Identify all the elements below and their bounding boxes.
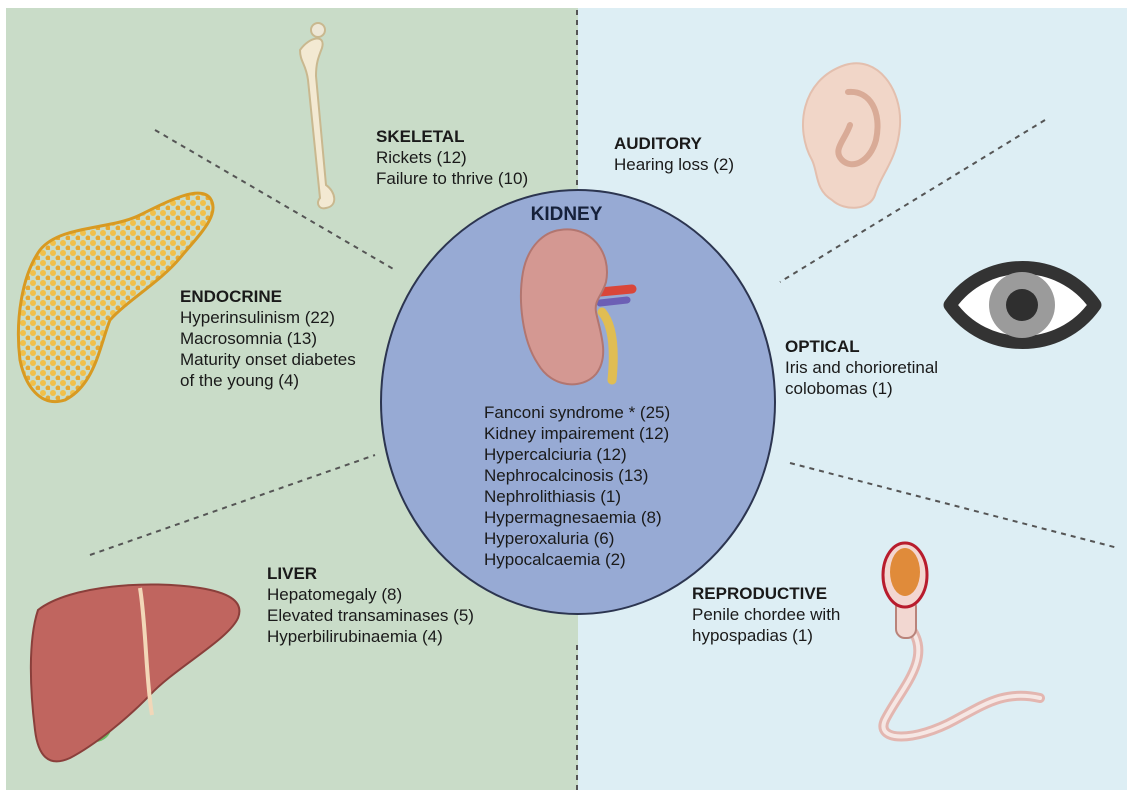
optical-group: OPTICAL Iris and chorioretinal colobomas… <box>785 336 938 399</box>
reproductive-title: REPRODUCTIVE <box>692 583 840 604</box>
endocrine-title: ENDOCRINE <box>180 286 356 307</box>
auditory-title: AUDITORY <box>614 133 734 154</box>
skeletal-group: SKELETAL Rickets (12) Failure to thrive … <box>376 126 528 189</box>
list-item: Hyperoxaluria (6) <box>484 528 670 549</box>
endocrine-group: ENDOCRINE Hyperinsulinism (22) Macrosomn… <box>180 286 356 391</box>
list-item: Hepatomegaly (8) <box>267 584 474 605</box>
reproductive-group: REPRODUCTIVE Penile chordee with hypospa… <box>692 583 840 646</box>
list-item: Elevated transaminases (5) <box>267 605 474 626</box>
list-item: Hypocalcaemia (2) <box>484 549 670 570</box>
list-item: Hearing loss (2) <box>614 154 734 175</box>
list-item: Maturity onset diabetes <box>180 349 356 370</box>
list-item: Fanconi syndrome * (25) <box>484 402 670 423</box>
list-item: Hypermagnesaemia (8) <box>484 507 670 528</box>
kidney-title: KIDNEY <box>0 204 1133 226</box>
list-item: Nephrolithiasis (1) <box>484 486 670 507</box>
list-item: Hyperinsulinism (22) <box>180 307 356 328</box>
list-item: hypospadias (1) <box>692 625 840 646</box>
list-item: Hyperbilirubinaemia (4) <box>267 626 474 647</box>
list-item: Failure to thrive (10) <box>376 168 528 189</box>
list-item: Macrosomnia (13) <box>180 328 356 349</box>
list-item: of the young (4) <box>180 370 356 391</box>
skeletal-title: SKELETAL <box>376 126 528 147</box>
list-item: Rickets (12) <box>376 147 528 168</box>
list-item: Penile chordee with <box>692 604 840 625</box>
kidney-list: Fanconi syndrome * (25) Kidney impaireme… <box>484 402 670 570</box>
liver-group: LIVER Hepatomegaly (8) Elevated transami… <box>267 563 474 647</box>
eye-icon <box>950 268 1095 343</box>
list-item: Nephrocalcinosis (13) <box>484 465 670 486</box>
list-item: Iris and chorioretinal <box>785 357 938 378</box>
list-item: colobomas (1) <box>785 378 938 399</box>
list-item: Kidney impairement (12) <box>484 423 670 444</box>
optical-title: OPTICAL <box>785 336 938 357</box>
auditory-group: AUDITORY Hearing loss (2) <box>614 133 734 175</box>
list-item: Hypercalciuria (12) <box>484 444 670 465</box>
liver-title: LIVER <box>267 563 474 584</box>
